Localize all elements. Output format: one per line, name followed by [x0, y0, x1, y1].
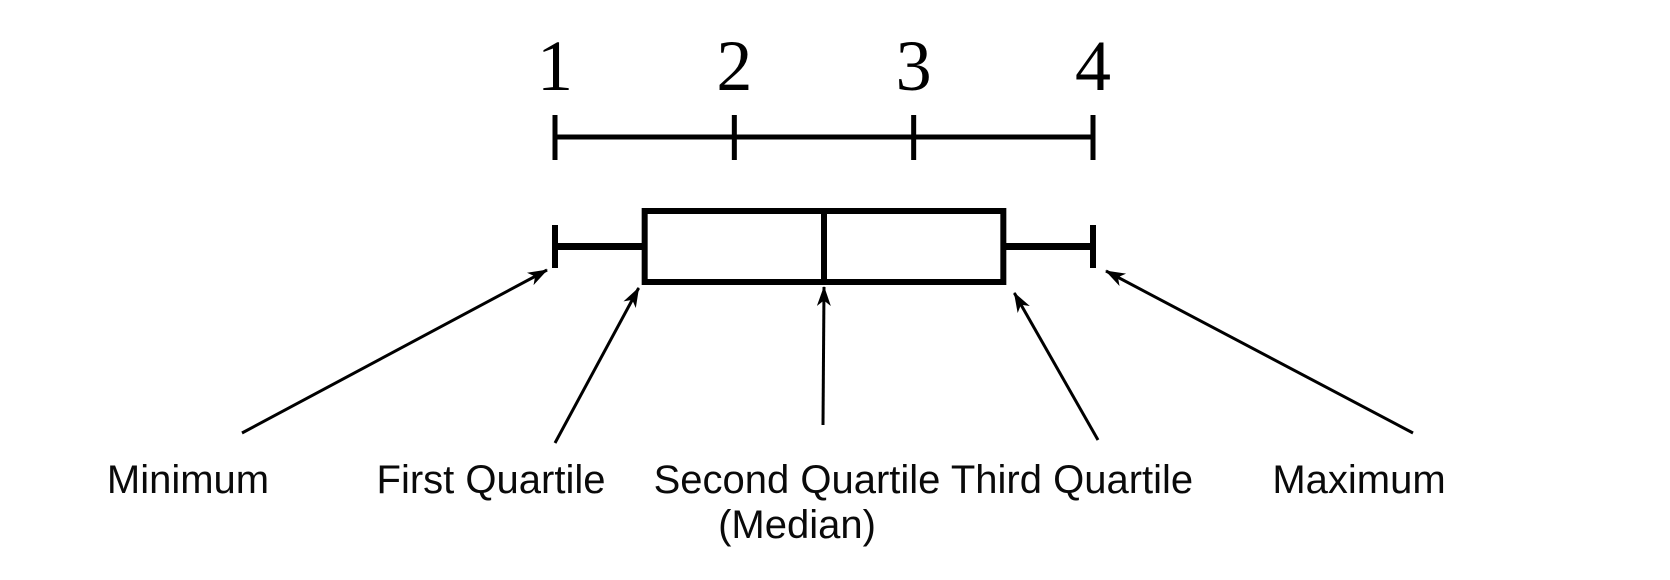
annotation-label-second-quartile-median: Second Quartile (Median) — [654, 458, 941, 548]
annotation-label-second-quartile-line1: Second Quartile — [653, 458, 941, 502]
arrow-minimum — [241, 268, 548, 435]
axis-tick-label-3: 3 — [895, 26, 932, 106]
annotation-label-first-quartile: First Quartile — [376, 458, 606, 502]
arrow-first-quartile — [553, 287, 640, 444]
axis-tick-label-2: 2 — [716, 26, 753, 106]
arrow-median — [816, 286, 831, 426]
annotation-label-median-line2: (Median) — [718, 503, 876, 547]
annotation-label-minimum: Minimum — [106, 458, 270, 502]
arrow-maximum — [1105, 269, 1414, 435]
arrow-third-quartile — [1013, 292, 1100, 441]
annotation-label-maximum: Maximum — [1272, 458, 1446, 502]
axis-tick-label-1: 1 — [537, 26, 573, 106]
axis-tick-label-4: 4 — [1075, 26, 1111, 106]
annotation-label-third-quartile: Third Quartile — [950, 458, 1194, 502]
